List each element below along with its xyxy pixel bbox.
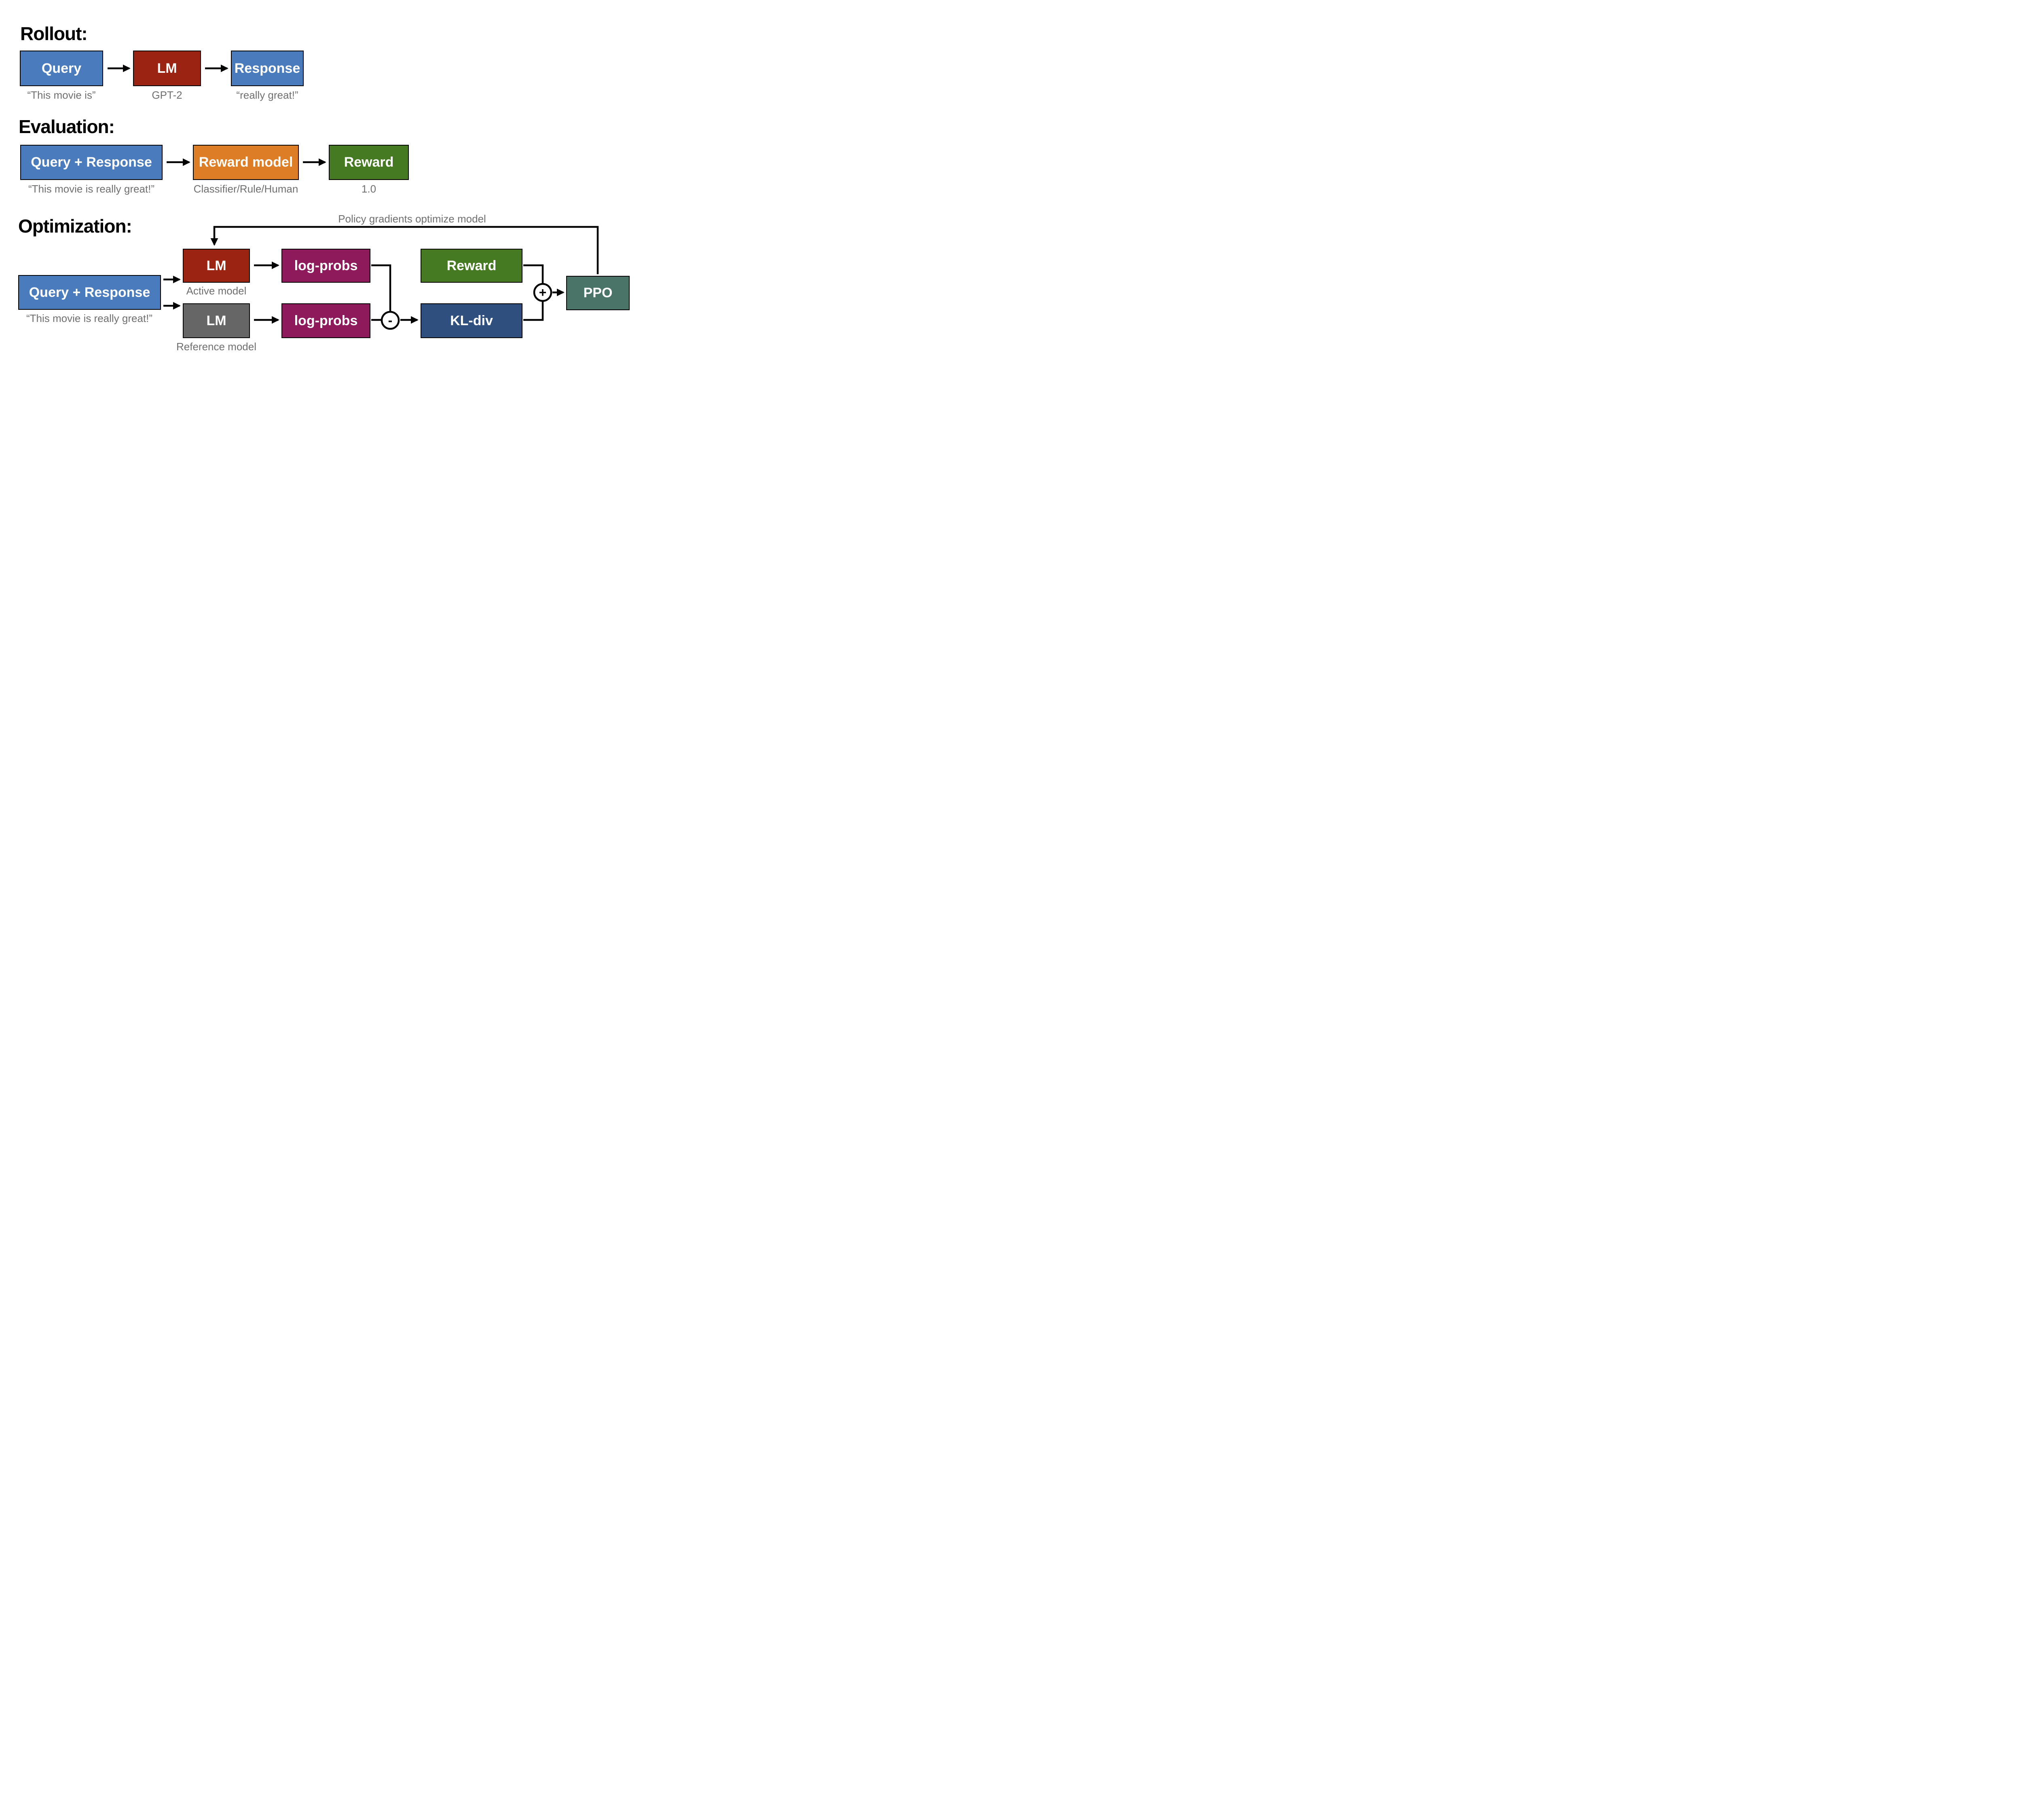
evaluation-reward-model-label: Reward model: [199, 154, 293, 170]
optimization-query-response-box: Query + Response: [18, 275, 161, 310]
wire-reward-to-plus: [523, 264, 544, 283]
reference-lm-box: LM: [183, 303, 250, 338]
evaluation-reward-model-box: Reward model: [193, 145, 299, 180]
rollout-lm-caption: GPT-2: [152, 89, 182, 101]
evaluation-reward-label: Reward: [344, 154, 394, 170]
rollout-lm-label: LM: [157, 60, 177, 76]
plus-node-icon: [533, 283, 552, 302]
active-logprobs-label: log-probs: [294, 258, 358, 273]
active-lm-caption: Active model: [186, 285, 247, 297]
policy-gradients-label: Policy gradients optimize model: [338, 213, 486, 225]
rollout-lm-box: LM: [133, 51, 201, 86]
ppo-training-diagram: - + Rollout: Query LM Response “This mov…: [0, 0, 647, 364]
reference-logprobs-box: log-probs: [281, 303, 370, 338]
rollout-heading: Rollout:: [20, 23, 88, 44]
rollout-query-caption: “This movie is”: [27, 89, 96, 101]
active-lm-label: LM: [206, 258, 226, 273]
reference-logprobs-label: log-probs: [294, 313, 358, 328]
connector-layer: - +: [108, 64, 599, 330]
rollout-response-box: Response: [231, 51, 304, 86]
feedback-loop-ppo-to-active-lm: [210, 226, 599, 274]
rollout-query-label: Query: [41, 60, 82, 76]
rollout-response-caption: “really great!”: [236, 89, 298, 101]
wire-logprobs-to-minus: [371, 264, 391, 311]
evaluation-query-response-label: Query + Response: [31, 154, 152, 170]
ppo-box: PPO: [566, 276, 630, 310]
wire-kldiv-to-plus: [523, 302, 544, 321]
rollout-response-label: Response: [234, 60, 300, 76]
evaluation-reward-box: Reward: [329, 145, 409, 180]
rollout-query-box: Query: [20, 51, 103, 86]
optimization-reward-box: Reward: [421, 249, 522, 283]
reference-lm-label: LM: [206, 313, 226, 328]
plus-sign: +: [539, 285, 547, 300]
kl-div-label: KL-div: [450, 313, 493, 328]
optimization-reward-label: Reward: [446, 258, 497, 273]
evaluation-reward-caption: 1.0: [361, 183, 376, 195]
evaluation-query-response-box: Query + Response: [20, 145, 163, 180]
kl-div-box: KL-div: [421, 303, 522, 338]
ppo-label: PPO: [583, 285, 613, 301]
reference-lm-caption: Reference model: [176, 341, 256, 353]
evaluation-reward-model-caption: Classifier/Rule/Human: [193, 183, 298, 195]
minus-node-icon: [381, 311, 400, 330]
optimization-query-response-caption: “This movie is really great!”: [26, 312, 153, 324]
active-logprobs-box: log-probs: [281, 249, 370, 283]
optimization-query-response-label: Query + Response: [29, 284, 150, 300]
evaluation-heading: Evaluation:: [19, 116, 115, 137]
minus-sign: -: [388, 313, 393, 328]
optimization-heading: Optimization:: [18, 216, 132, 237]
active-lm-box: LM: [183, 249, 250, 283]
evaluation-query-response-caption: “This movie is really great!”: [28, 183, 155, 195]
